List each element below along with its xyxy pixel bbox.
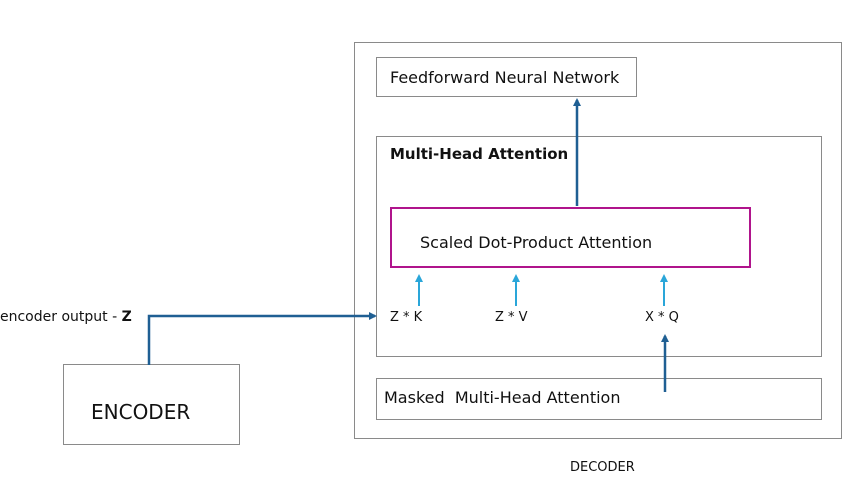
input-label-xq: X * Q [645,310,679,325]
encoder-box [63,364,240,445]
encoder-output-prefix: encoder output - [0,309,122,325]
masked-multi-head-attention-label: Masked Multi-Head Attention [384,388,621,407]
feedforward-label: Feedforward Neural Network [390,68,620,87]
encoder-output-symbol: Z [121,309,132,325]
decoder-label: DECODER [570,460,635,475]
masked-multi-head-attention-box [376,378,822,420]
scaled-dot-product-label: Scaled Dot-Product Attention [420,233,653,252]
multi-head-attention-label: Multi-Head Attention [390,145,569,163]
encoder-output-label: encoder output - Z [0,309,132,325]
feedforward-box [376,57,637,97]
encoder-output-arrow [147,312,377,365]
input-label-zv: Z * V [495,310,528,325]
input-label-zk: Z * K [390,310,423,325]
scaled-dot-product-box [390,207,751,268]
encoder-label: ENCODER [91,400,191,424]
